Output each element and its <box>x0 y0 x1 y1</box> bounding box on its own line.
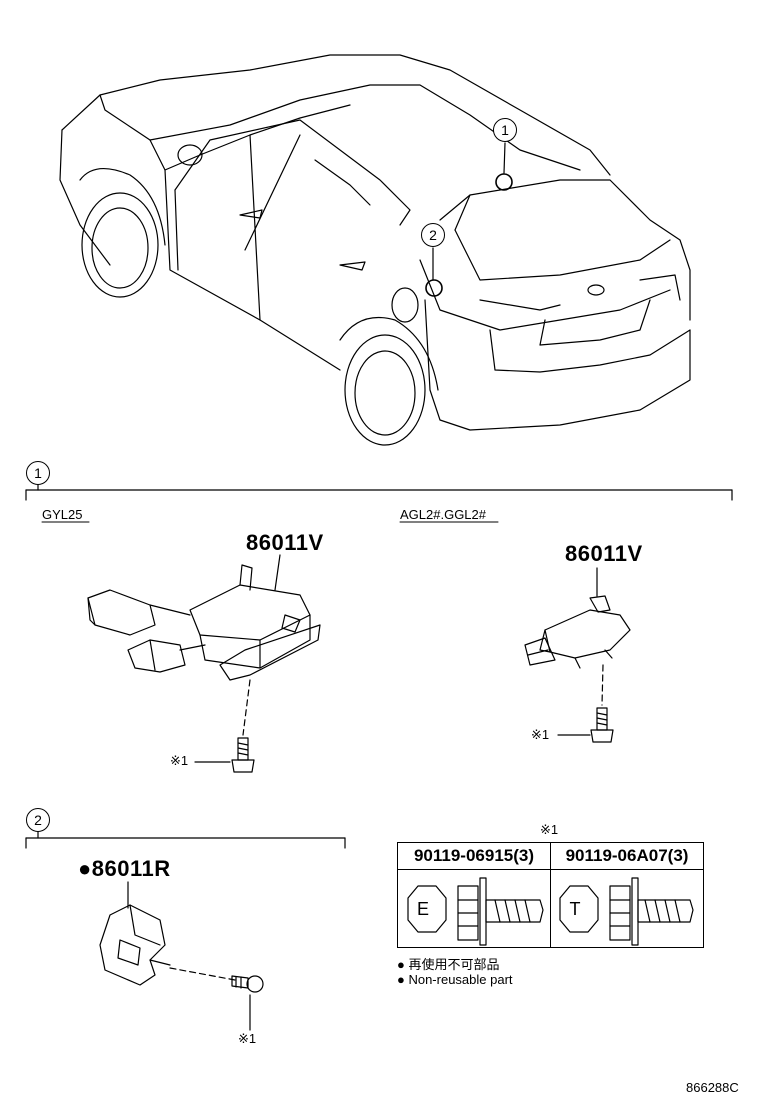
diagram-code: 866288C <box>686 1080 739 1095</box>
section-1-marker: 1 <box>26 461 50 485</box>
variant-label-left: GYL25 <box>42 507 83 522</box>
part-number-right: 86011V <box>565 541 643 566</box>
variant-label-right: AGL2#.GGL2# <box>400 507 486 522</box>
bolt-table-ref: ※1 <box>540 822 559 837</box>
part-number-rear: ●86011R <box>78 856 171 881</box>
sensor-rear-drawing <box>99 881 264 1031</box>
bolt-table-art <box>407 877 694 946</box>
part-number-left: 86011V <box>246 530 324 555</box>
bolt-part-number-2: 90119-06A07(3) <box>551 843 703 870</box>
bolt-part-number-1: 90119-06915(3) <box>398 843 550 870</box>
section2-bracket <box>25 831 346 849</box>
ref-mark-rear: ※1 <box>238 1031 257 1046</box>
bolt-mark-letter-2: T <box>569 899 581 919</box>
sensor-left-drawing <box>87 554 321 773</box>
section-2-marker: 2 <box>26 808 50 832</box>
callout-1-vehicle: 1 <box>493 118 517 142</box>
note-non-reusable-en: ● Non-reusable part <box>397 972 513 987</box>
sensor-right-drawing <box>524 567 631 743</box>
vehicle-drawing <box>59 54 691 446</box>
callout-2-vehicle: 2 <box>421 223 445 247</box>
bolt-mark-letter-1: E <box>416 899 429 919</box>
section1-bracket <box>25 484 733 523</box>
bolt-table: 90119-06915(3) 90119-06A07(3) E T <box>397 842 704 948</box>
ref-mark-left: ※1 <box>170 753 189 768</box>
note-non-reusable-jp: ● 再使用不可部品 <box>397 957 500 972</box>
ref-mark-right: ※1 <box>531 727 550 742</box>
